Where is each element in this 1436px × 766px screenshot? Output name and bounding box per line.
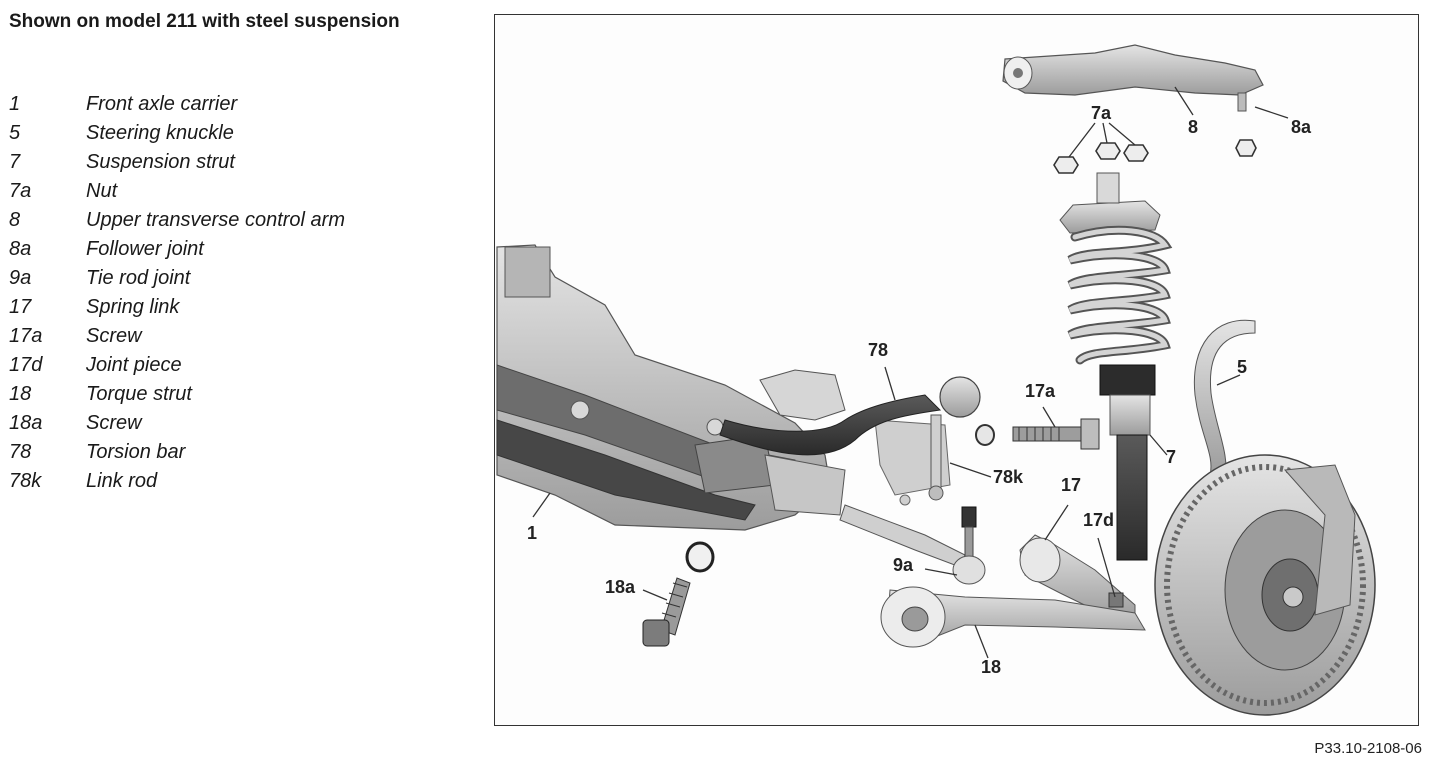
leader-lines xyxy=(532,86,1289,659)
front-axle-carrier xyxy=(496,244,951,531)
legend-label: Suspension strut xyxy=(86,151,235,173)
legend-label: Screw xyxy=(86,412,142,434)
suspension-illustration xyxy=(496,44,1376,716)
legend-item: 17 Spring link xyxy=(9,293,449,322)
legend-number: 17 xyxy=(9,296,32,318)
legend-label: Steering knuckle xyxy=(86,122,234,144)
legend-number: 5 xyxy=(9,122,21,144)
legend-number: 8a xyxy=(9,238,32,260)
legend-label: Front axle carrier xyxy=(86,93,238,115)
callout-5: 5 xyxy=(1237,357,1248,377)
screw-18a xyxy=(642,541,715,647)
nuts-7a xyxy=(1053,142,1149,174)
legend-item: 18 Torque strut xyxy=(9,380,449,409)
callout-18: 18 xyxy=(981,657,1002,677)
callout-1: 1 xyxy=(527,523,538,543)
legend-label: Joint piece xyxy=(86,354,182,376)
legend-item: 7a Nut xyxy=(9,177,449,206)
upper-control-arm xyxy=(1002,44,1264,157)
legend-number: 9a xyxy=(9,267,32,289)
legend-item: 17d Joint piece xyxy=(9,351,449,380)
callout-78k: 78k xyxy=(993,467,1024,487)
screw-17a xyxy=(975,418,1100,450)
callout-7: 7 xyxy=(1166,447,1177,467)
legend-item: 9a Tie rod joint xyxy=(9,264,449,293)
legend-number: 7 xyxy=(9,151,21,173)
legend-label: Torsion bar xyxy=(86,441,186,463)
callout-17a: 17a xyxy=(1025,381,1056,401)
legend-label: Nut xyxy=(86,180,118,202)
callout-8a: 8a xyxy=(1291,117,1312,137)
legend-label: Torque strut xyxy=(86,383,192,405)
legend-number: 18 xyxy=(9,383,32,405)
legend-item: 78k Link rod xyxy=(9,467,449,496)
brake-disc xyxy=(1154,454,1376,716)
tie-rod-joint xyxy=(839,504,986,585)
legend-item: 5 Steering knuckle xyxy=(9,119,449,148)
legend-number: 8 xyxy=(9,209,21,231)
callout-8: 8 xyxy=(1188,117,1199,137)
spring-link xyxy=(1019,534,1136,621)
legend-number: 18a xyxy=(9,412,43,434)
legend-number: 17d xyxy=(9,354,43,376)
link-rod xyxy=(899,414,944,506)
suspension-exploded-view: 1 5 7 7a 8 8a 9a 17 17a 17d 18 18a 78 78… xyxy=(494,14,1419,726)
legend-number: 78 xyxy=(9,441,32,463)
figure-code: P33.10-2108-06 xyxy=(1314,740,1422,757)
legend-label: Link rod xyxy=(86,470,158,492)
legend-number: 1 xyxy=(9,93,21,115)
steering-knuckle xyxy=(1193,319,1256,478)
suspension-strut xyxy=(1059,172,1173,561)
legend-item: 7 Suspension strut xyxy=(9,148,449,177)
callout-17: 17 xyxy=(1061,475,1082,495)
legend-item: 1 Front axle carrier xyxy=(9,90,449,119)
legend-item: 8a Follower joint xyxy=(9,235,449,264)
legend-item: 17a Screw xyxy=(9,322,449,351)
legend-label: Upper transverse control arm xyxy=(86,209,345,231)
legend-number: 17a xyxy=(9,325,43,347)
legend-label: Screw xyxy=(86,325,142,347)
torsion-bar xyxy=(719,369,981,456)
callout-18a: 18a xyxy=(605,577,636,597)
legend-label: Tie rod joint xyxy=(86,267,191,289)
legend-label: Spring link xyxy=(86,296,180,318)
callout-7a: 7a xyxy=(1091,103,1112,123)
legend-number: 7a xyxy=(9,180,32,202)
legend-number: 78k xyxy=(9,470,42,492)
diagram-heading: Shown on model 211 with steel suspension xyxy=(9,11,400,32)
callout-9a: 9a xyxy=(893,555,914,575)
legend-label: Follower joint xyxy=(86,238,204,260)
torque-strut xyxy=(880,586,1146,648)
legend-item: 8 Upper transverse control arm xyxy=(9,206,449,235)
legend-item: 18a Screw xyxy=(9,409,449,438)
callout-78: 78 xyxy=(868,340,889,360)
callout-17d: 17d xyxy=(1083,510,1115,530)
legend-item: 78 Torsion bar xyxy=(9,438,449,467)
